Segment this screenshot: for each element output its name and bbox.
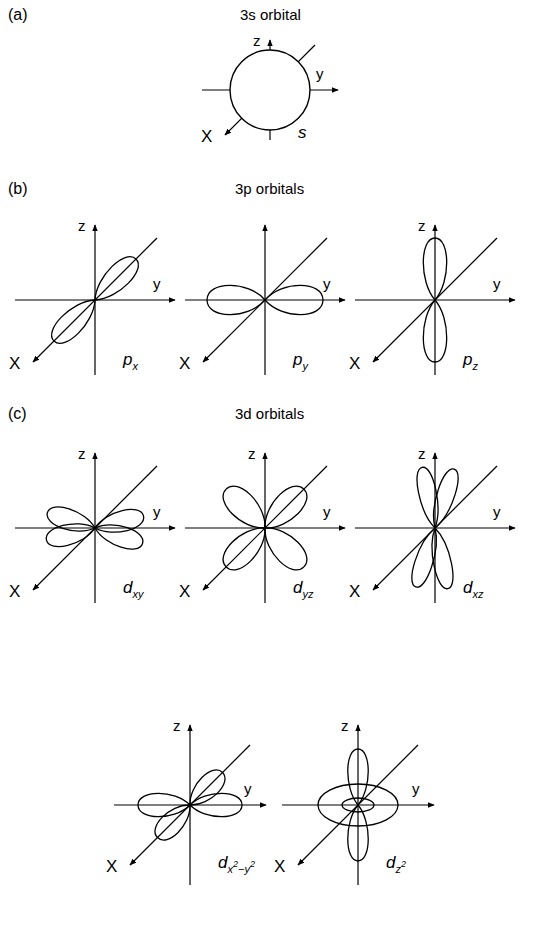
orbital-lobe [217, 480, 275, 538]
x-axis [33, 238, 157, 362]
orbital-name: dxy [123, 578, 143, 598]
subscript: z [472, 360, 478, 372]
axis-label: z [78, 217, 86, 234]
axis-label: X [106, 857, 117, 877]
axis-label: y [244, 780, 252, 797]
x-axis [373, 238, 497, 362]
orbital-lobe [427, 466, 463, 530]
axis-label: y [323, 503, 331, 520]
x-axis [373, 466, 497, 590]
orbital-name: dx2−y2 [218, 853, 255, 873]
orbital-lobe [348, 749, 368, 805]
axis-label: X [9, 354, 20, 374]
axis-label: X [201, 127, 212, 147]
orbital-lobe [423, 238, 446, 300]
x-axis [203, 238, 327, 362]
orbital-lobe [150, 797, 198, 845]
axis-label: y [153, 275, 161, 292]
orbital-name: dyz [293, 578, 313, 598]
axis-label: y [323, 275, 331, 292]
axis-label: X [179, 582, 190, 602]
axes-group [15, 40, 515, 885]
section-title: 3p orbitals [235, 180, 304, 197]
orbital-lobe [44, 503, 98, 538]
axis-label: z [253, 32, 261, 49]
section-title: 3s orbital [240, 6, 301, 23]
orbital-lobe [256, 519, 314, 577]
axis-label: z [78, 445, 86, 462]
section-letter: (c) [8, 405, 27, 423]
x-axis [33, 466, 157, 590]
subscript: xy [132, 588, 143, 600]
section-title: 3d orbitals [235, 405, 304, 422]
orbital-lobe [92, 518, 146, 553]
section-letter: (b) [8, 180, 28, 198]
orbital-name: py [293, 350, 308, 370]
orbital-name: pz [463, 350, 478, 370]
axis-label: X [349, 354, 360, 374]
axis-label: z [418, 445, 426, 462]
axis-label: y [493, 503, 501, 520]
subscript: x [132, 360, 138, 372]
subscript: y [302, 360, 308, 372]
orbital-lobe [348, 805, 368, 861]
orbital-lobe [256, 480, 314, 538]
axis-label: y [153, 503, 161, 520]
x-axis [130, 745, 250, 865]
orbital-lobe [265, 285, 323, 314]
superscript: 2 [401, 859, 406, 869]
orbital-name: px [123, 350, 138, 370]
axis-label: X [9, 582, 20, 602]
x-axis [203, 466, 327, 590]
axis-label: z [341, 717, 349, 734]
axis-label: y [493, 275, 501, 292]
orbital-lobe [426, 526, 456, 590]
s-orbital-sphere [230, 50, 310, 130]
orbital-lobe [207, 285, 265, 314]
superscript: 2 [250, 859, 255, 869]
orbital-lobe [423, 300, 446, 362]
axis-label: X [349, 582, 360, 602]
orbital-lobe [407, 525, 443, 589]
axis-label: z [418, 217, 426, 234]
superscript: 2 [233, 859, 238, 869]
subscript: −y [238, 863, 250, 875]
orbital-lobe [414, 466, 444, 530]
orbital-lobe [138, 793, 190, 816]
torus-outer [318, 784, 398, 826]
torus-inner [342, 798, 374, 812]
orbital-lobe [46, 292, 104, 350]
subscript: z [395, 863, 401, 875]
subscript: x [227, 863, 233, 875]
axis-label: y [412, 780, 420, 797]
orbital-shapes [44, 50, 462, 861]
subscript: xz [472, 588, 483, 600]
axis-label: z [173, 717, 181, 734]
axis-label: X [274, 857, 285, 877]
axis-label: y [316, 65, 324, 82]
orbital-name: dxz [463, 578, 483, 598]
x-axis [225, 45, 315, 135]
orbital-lobe [190, 793, 242, 816]
orbital-name: s [298, 123, 307, 143]
axis-label: X [179, 354, 190, 374]
section-letter: (a) [8, 6, 28, 24]
orbital-lobe [217, 519, 275, 577]
subscript: yz [302, 588, 313, 600]
x-axis [298, 745, 418, 865]
orbital-name: dz2 [386, 853, 406, 873]
axis-label: z [248, 445, 256, 462]
